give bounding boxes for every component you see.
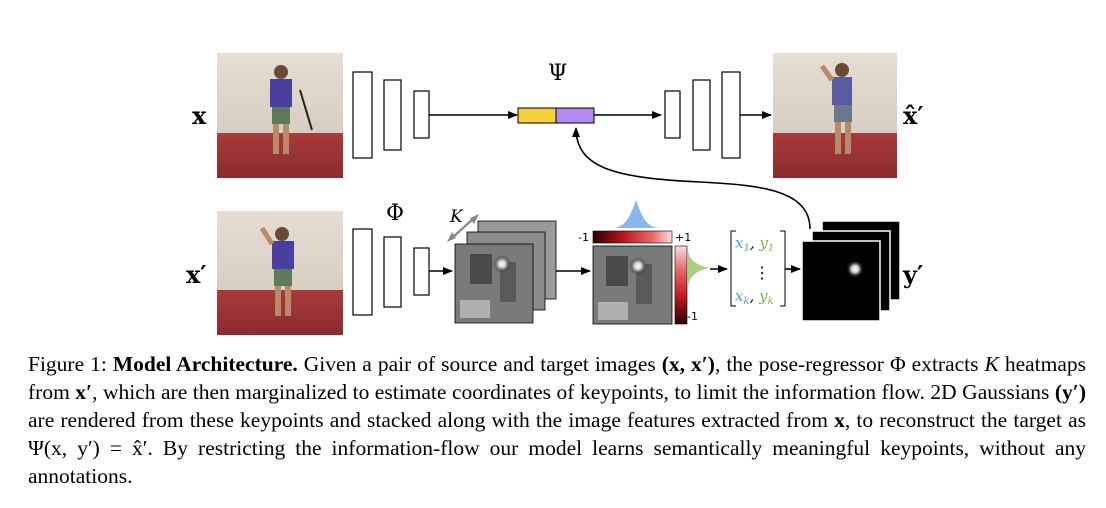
coord-yk-sub: k xyxy=(768,296,774,307)
caption-body-6: are rendered from these keypoints and st… xyxy=(28,408,835,432)
bottom-input-label: x′ xyxy=(186,260,207,289)
marginal-y-curve xyxy=(688,248,710,290)
caption-body-8: . By restricting the information-flow ou… xyxy=(28,436,1087,488)
bottleneck-keypoint-segment xyxy=(555,107,595,124)
gaussians-to-bottleneck-arrow xyxy=(572,127,811,230)
coords-ellipsis: ⋮ xyxy=(754,263,770,282)
caption-math-k: K xyxy=(984,352,999,376)
bottleneck-label: Ψ xyxy=(548,61,567,86)
marginal-y-bar xyxy=(674,245,688,325)
bottleneck-appearance-segment xyxy=(517,107,557,124)
caption-math-yp: (y′) xyxy=(1054,380,1086,404)
svg-text:x1, y1: x1, y1 xyxy=(735,234,774,254)
marginal-top-max: +1 xyxy=(675,231,691,244)
caption-body-5: , which are then marginalized to estimat… xyxy=(92,380,1055,404)
heatmap-stack xyxy=(454,220,557,324)
pose-encoder-label: Φ xyxy=(386,201,404,226)
heatmap-count-label: K xyxy=(449,207,464,227)
caption-math-phi: Φ xyxy=(889,352,906,376)
reconstruction-label: x̂′ xyxy=(903,101,924,130)
coord-xk: x xyxy=(735,287,744,305)
heatmap-count-arrow xyxy=(451,217,475,239)
marginal-side-min: -1 xyxy=(687,310,698,323)
coord-xk-sub: k xyxy=(743,296,749,307)
top-input-label: x xyxy=(192,101,207,130)
caption-math-eq: Ψ(x, y′) = x̂′ xyxy=(28,436,148,460)
appearance-encoder xyxy=(352,71,430,159)
marginal-x-bar xyxy=(592,230,673,244)
caption-math-xp: x′ xyxy=(75,380,93,404)
target-image xyxy=(217,211,343,335)
pose-encoder xyxy=(352,228,430,316)
caption-label: Figure 1: xyxy=(28,352,107,376)
architecture-diagram: x Ψ x̂′ x′ xyxy=(186,53,924,335)
caption-math-x: x xyxy=(834,408,845,432)
coord-x1: x xyxy=(735,234,744,252)
caption-body-2: , the pose-regressor xyxy=(714,352,890,376)
caption-body-4: heatmaps from xyxy=(28,352,1087,404)
decoder xyxy=(664,71,741,159)
caption-title: Model Architecture. xyxy=(112,352,298,376)
svg-text:xk, yk: xk, yk xyxy=(735,287,774,307)
caption-math-pair: (x, x′) xyxy=(661,352,715,376)
gaussian-stack xyxy=(801,220,901,322)
coord-y1-sub: 1 xyxy=(768,243,774,254)
marginal-top-min: -1 xyxy=(578,231,589,244)
caption-body-1: Given a pair of source and target images xyxy=(297,352,662,376)
coord-x1-sub: 1 xyxy=(743,243,749,254)
marginal-x-curve xyxy=(612,200,660,228)
gaussians-label: y′ xyxy=(902,260,923,289)
figure-caption: Figure 1: Model Architecture. Given a pa… xyxy=(28,350,1086,490)
coordinates-vector: x1, y1 ⋮ xk, yk xyxy=(730,230,786,307)
coord-yk: y xyxy=(758,287,768,305)
source-image xyxy=(217,53,343,178)
coord-y1: y xyxy=(758,234,768,252)
caption-body-7: , to reconstruct the target as xyxy=(844,408,1086,432)
marginal-heatmap xyxy=(592,245,673,325)
caption-body-3: extracts xyxy=(905,352,985,376)
reconstructed-image xyxy=(773,53,897,178)
